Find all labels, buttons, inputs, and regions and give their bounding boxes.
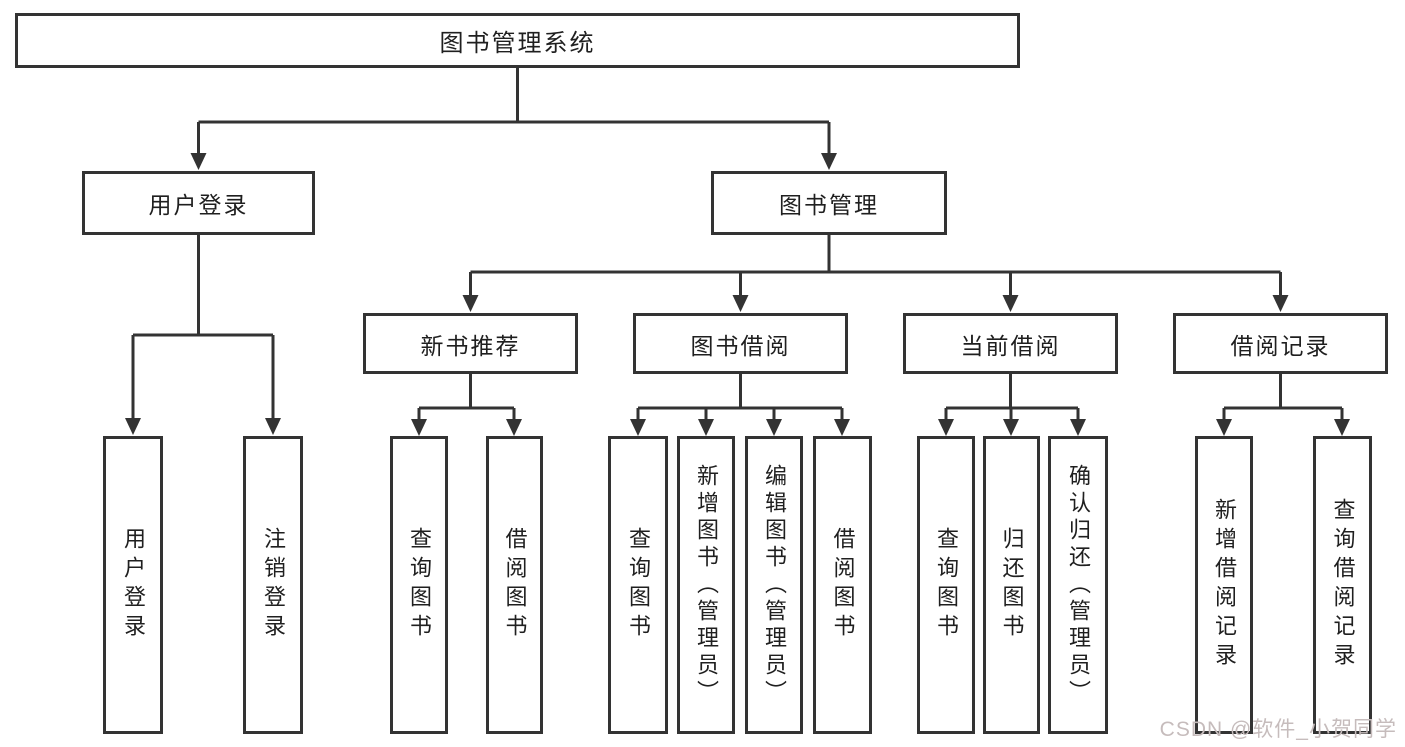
leaf-add-borrow-record-label: 新增借阅记录 [1212, 498, 1237, 672]
leaf-query-books-borrowing-label: 查询图书 [626, 527, 651, 643]
leaf-borrow-books-borrowing-label: 借阅图书 [830, 527, 856, 643]
node-current-borrowing: 当前借阅 [903, 313, 1118, 374]
leaf-add-book-admin-label: 新增图书（管理员） [694, 463, 719, 707]
csdn-watermark: CSDN @软件_小贺同学 [1159, 718, 1397, 741]
node-book-borrowing: 图书借阅 [633, 313, 848, 374]
leaf-user-login-label: 用户登录 [121, 527, 146, 643]
leaf-borrow-books-recommend-label: 借阅图书 [502, 527, 528, 643]
leaf-query-books-current-label: 查询图书 [934, 527, 959, 643]
leaf-query-books-current: 查询图书 [917, 436, 975, 734]
leaf-query-borrow-record-label: 查询借阅记录 [1330, 498, 1356, 672]
leaf-query-books-borrowing: 查询图书 [608, 436, 668, 734]
leaf-borrow-books-recommend: 借阅图书 [486, 436, 543, 734]
leaf-query-borrow-record: 查询借阅记录 [1313, 436, 1372, 734]
leaf-edit-book-admin: 编辑图书（管理员） [745, 436, 803, 734]
node-book-management: 图书管理 [711, 171, 947, 235]
node-user-login: 用户登录 [82, 171, 315, 235]
leaf-return-book: 归还图书 [983, 436, 1040, 734]
leaf-confirm-return-admin-label: 确认归还（管理员） [1066, 463, 1091, 707]
leaf-query-books-recommend-label: 查询图书 [407, 527, 432, 643]
leaf-return-book-label: 归还图书 [999, 527, 1025, 643]
leaf-add-borrow-record: 新增借阅记录 [1195, 436, 1253, 734]
leaf-confirm-return-admin: 确认归还（管理员） [1048, 436, 1108, 734]
node-new-book-recommendation: 新书推荐 [363, 313, 578, 374]
leaf-user-login: 用户登录 [103, 436, 163, 734]
leaf-borrow-books-borrowing: 借阅图书 [813, 436, 872, 734]
leaf-query-books-recommend: 查询图书 [390, 436, 448, 734]
leaf-edit-book-admin-label: 编辑图书（管理员） [762, 463, 787, 707]
node-borrowing-records: 借阅记录 [1173, 313, 1388, 374]
node-library-management-system: 图书管理系统 [15, 13, 1020, 68]
leaf-add-book-admin: 新增图书（管理员） [677, 436, 735, 734]
leaf-logout-label: 注销登录 [261, 527, 286, 643]
leaf-logout: 注销登录 [243, 436, 303, 734]
